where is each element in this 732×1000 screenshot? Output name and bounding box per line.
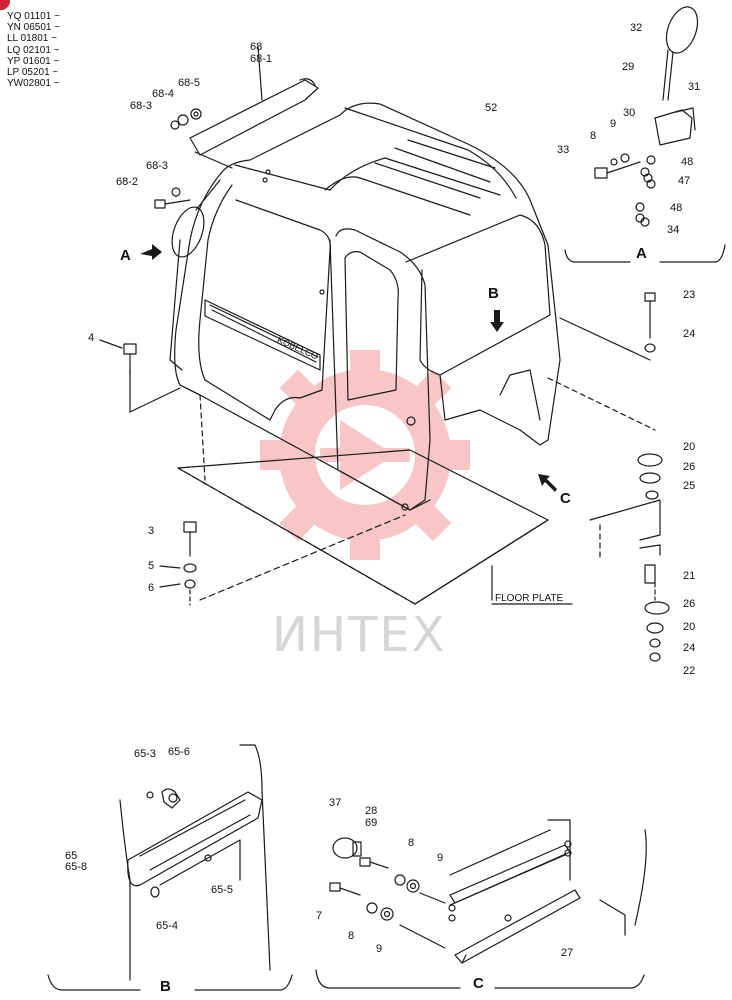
callout-68-5: 68-5	[178, 77, 201, 89]
view-label-a-detail: A	[636, 245, 647, 262]
serial-3: LL 01801 ~	[7, 33, 57, 45]
callout-28: 28	[365, 805, 378, 817]
callout-68-3a: 68-3	[130, 100, 153, 112]
detail-a	[564, 6, 726, 263]
callout-26a: 26	[683, 461, 696, 473]
callout-68-2: 68-2	[116, 176, 139, 188]
serial-1: YQ 01101 ~	[7, 11, 60, 22]
callout-8b: 8	[408, 837, 415, 849]
callout-31: 31	[688, 81, 701, 93]
floor-plate	[177, 449, 573, 605]
serial-2: YN 06501 ~	[7, 22, 61, 34]
view-label-b-detail: B	[160, 978, 171, 995]
serial-6: LP 05201 ~	[7, 67, 59, 79]
view-label-c-detail: C	[473, 975, 484, 992]
callout-9b: 9	[437, 852, 444, 864]
callout-8c: 8	[348, 930, 355, 942]
view-label-c-main: C	[560, 490, 571, 507]
callout-22: 22	[683, 665, 696, 677]
callout-65-5: 65-5	[211, 884, 234, 896]
bolt-4	[99, 339, 137, 376]
callout-33: 33	[557, 144, 570, 156]
callout-21: 21	[683, 570, 696, 582]
callout-65-6: 65-6	[168, 746, 191, 758]
detail-b	[47, 744, 293, 991]
callout-25: 25	[683, 480, 696, 492]
callout-24b: 24	[683, 642, 696, 654]
callout-65-3: 65-3	[134, 748, 157, 760]
floor-plate-label: FLOOR PLATE	[495, 593, 564, 604]
callout-47: 47	[678, 175, 691, 187]
callout-20b: 20	[683, 621, 696, 633]
bracket-68	[154, 46, 319, 209]
serial-5: YP 01601 ~	[7, 55, 60, 67]
watermark-logo	[260, 350, 470, 560]
callout-68-1: 68-1	[250, 53, 273, 65]
detail-c	[315, 819, 647, 989]
view-label-a-main: A	[120, 247, 131, 264]
callout-5: 5	[148, 560, 155, 572]
view-arrows	[140, 244, 557, 492]
callout-32: 32	[630, 22, 643, 34]
callout-30: 30	[623, 107, 636, 119]
serial-7: YW02801 ~	[7, 78, 60, 90]
watermark-text: ИНТЕХ	[272, 607, 447, 663]
callout-52: 52	[485, 102, 498, 114]
cab-body	[129, 102, 656, 511]
callout-6: 6	[148, 582, 155, 594]
callout-23: 23	[683, 289, 696, 301]
callout-24a: 24	[683, 328, 696, 340]
callout-65-4: 65-4	[156, 920, 179, 932]
callout-48a: 48	[681, 156, 694, 168]
callout-3: 3	[148, 525, 155, 537]
callout-65: 65	[65, 850, 78, 862]
callout-26b: 26	[683, 598, 696, 610]
callout-27: 27	[561, 947, 574, 959]
callout-9c: 9	[376, 943, 383, 955]
callout-69: 69	[365, 817, 378, 829]
serial-4: LQ 02101 ~	[7, 44, 60, 56]
callout-48b: 48	[670, 202, 683, 214]
corner-badge	[0, 0, 10, 10]
callout-68-3b: 68-3	[146, 160, 169, 172]
callout-9a: 9	[610, 118, 617, 130]
callout-65-8: 65-8	[65, 861, 88, 873]
callout-68-4: 68-4	[152, 88, 175, 100]
callout-37: 37	[329, 797, 342, 809]
view-label-b-main: B	[488, 285, 499, 302]
callout-29: 29	[622, 61, 635, 73]
bolt-3-assembly	[159, 521, 197, 606]
callout-68: 68	[250, 41, 263, 53]
callout-7: 7	[316, 910, 323, 922]
callout-34: 34	[667, 224, 680, 236]
callout-20a: 20	[683, 441, 696, 453]
callout-8a: 8	[590, 130, 597, 142]
serial-number-list: YQ 01101 ~ YN 06501 ~ LL 01801 ~ LQ 0210…	[7, 11, 60, 89]
mount-assembly	[589, 292, 670, 662]
callout-4: 4	[88, 332, 95, 344]
